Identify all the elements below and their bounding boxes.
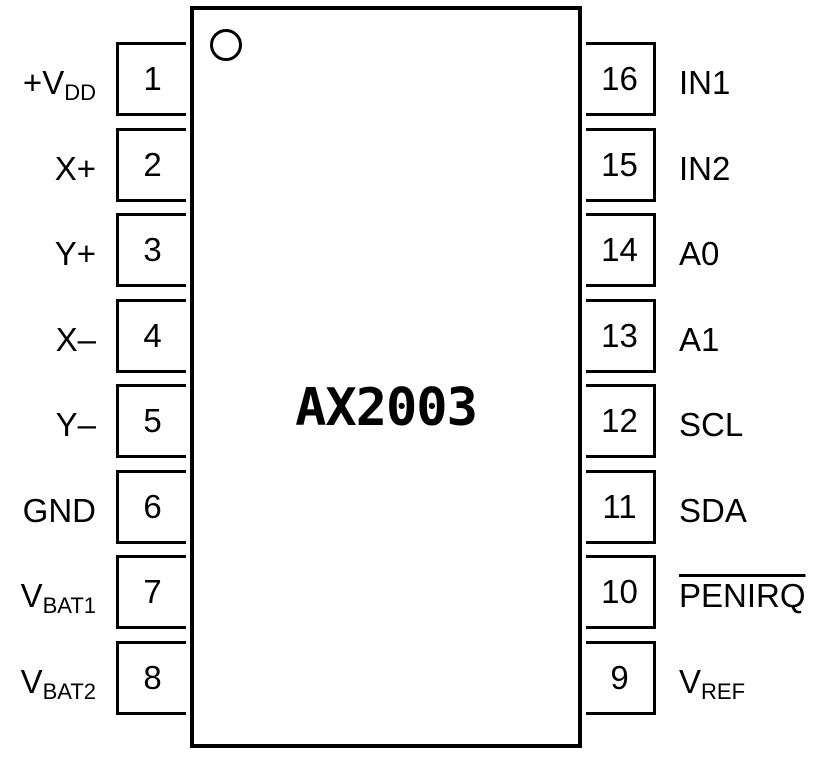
pin-box-4: 4 [116, 299, 186, 373]
pin-box-1: 1 [116, 42, 186, 116]
pin-box-6: 6 [116, 470, 186, 544]
pin-box-12: 12 [586, 384, 656, 458]
pin-label-5: Y– [55, 406, 96, 443]
pin-label-6: GND [22, 492, 96, 529]
pin-box-16: 16 [586, 42, 656, 116]
pin-label-2: X+ [54, 150, 96, 187]
pin-label-15: IN2 [679, 150, 731, 187]
pin1-marker-circle [210, 29, 242, 61]
pin-box-3: 3 [116, 213, 186, 287]
pin-box-7: 7 [116, 555, 186, 629]
pin-box-11: 11 [586, 470, 656, 544]
pin-label-13: A1 [679, 321, 720, 358]
pin-label-3: Y+ [54, 235, 96, 272]
pin-box-8: 8 [116, 641, 186, 715]
pin-label-10: PENIRQ [679, 577, 806, 614]
pin-box-14: 14 [586, 213, 656, 287]
pin-label-11: SDA [679, 492, 747, 529]
pin-box-10: 10 [586, 555, 656, 629]
chip-name: AX2003 [295, 378, 478, 438]
pin-label-4: X– [55, 321, 96, 358]
pin-box-5: 5 [116, 384, 186, 458]
pin-label-12: SCL [679, 406, 744, 443]
pin-label-14: A0 [679, 235, 720, 272]
pin-box-9: 9 [586, 641, 656, 715]
pin-label-16: IN1 [679, 64, 731, 101]
pin-box-15: 15 [586, 128, 656, 202]
pin-box-2: 2 [116, 128, 186, 202]
chip-body [190, 6, 582, 748]
pin-box-13: 13 [586, 299, 656, 373]
